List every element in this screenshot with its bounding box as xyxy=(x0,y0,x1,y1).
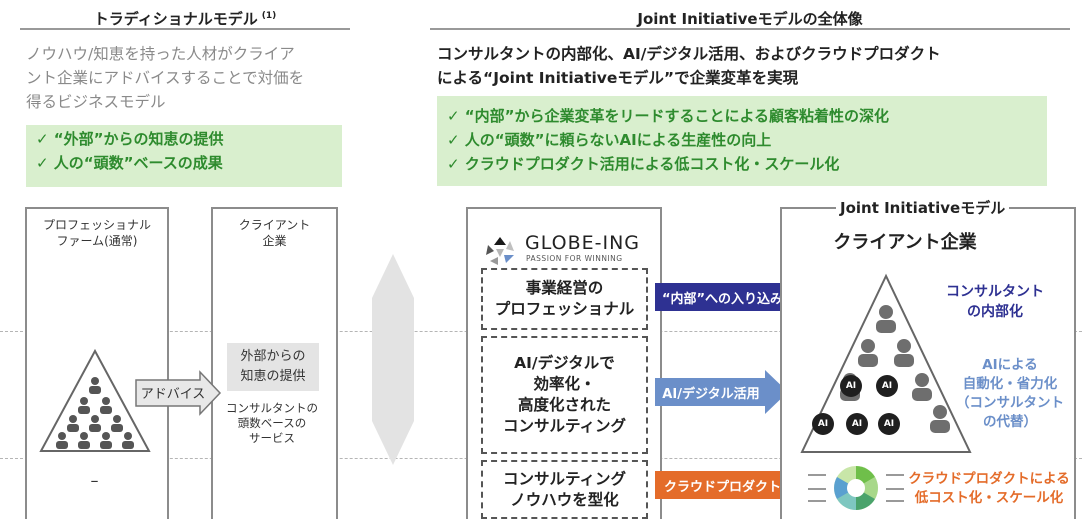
advice-arrow-label: アドバイス xyxy=(140,387,206,402)
empty-row-mark: – xyxy=(90,471,99,490)
ai-consulting-box: AI/デジタルで効率化・高度化されたコンサルティング xyxy=(481,336,648,454)
effect-internalization: コンサルタントの内部化 xyxy=(946,284,1044,320)
client-company-label: クライアント企業 xyxy=(238,218,311,248)
joint-points-box: ✓ “内部”から企業変革をリードすることによる顧客粘着性の深化 ✓ 人の“頭数”… xyxy=(437,96,1047,186)
globeing-logo-name: GLOBE-ING xyxy=(525,232,641,254)
internal-arrow xyxy=(655,275,810,319)
client-company-panel: クライアント企業 外部からの知恵の提供 コンサルタントの頭数ベースのサービス xyxy=(211,207,338,519)
ai-badge-4: AI xyxy=(846,413,868,435)
ai-badge-3: AI xyxy=(812,413,834,435)
right-title-underline xyxy=(430,28,1070,30)
effect-ai-automation: AIによる自動化・省力化（コンサルタントの代替） xyxy=(956,357,1064,430)
traditional-model-description: ノウハウ/知恵を持った人材がクライア ント企業にアドバイスすることで対価を 得る… xyxy=(26,45,305,111)
ai-badge-1: AI xyxy=(840,375,862,397)
joint-point-cloud: ✓ クラウドプロダクト活用による低コスト化・スケール化 xyxy=(447,155,840,173)
traditional-model-title: トラディショナルモデル(1) xyxy=(93,10,277,28)
internal-arrow-label: “内部”への入り込み xyxy=(661,291,784,307)
joint-initiative-subtitle: コンサルタントの内部化、AI/デジタル活用、およびクラウドプロダクト による“J… xyxy=(437,45,941,87)
people-pyramid-icon xyxy=(39,348,151,452)
traditional-point-external: ✓ “外部”からの知恵の提供 xyxy=(36,130,224,148)
effect-cloud-scale: クラウドプロダクトによる低コスト化・スケール化 xyxy=(908,471,1070,506)
knowhow-templating-box: コンサルティングノウハウを型化 xyxy=(481,460,648,519)
traditional-points-box: ✓ “外部”からの知恵の提供 ✓ 人の“頭数”ベースの成果 xyxy=(26,125,342,187)
joint-initiative-title: Joint Initiativeモデルの全体像 xyxy=(637,10,863,28)
globeing-logo-icon xyxy=(486,237,514,265)
ai-badge-2: AI xyxy=(876,375,898,397)
traditional-point-headcount: ✓ 人の“頭数”ベースの成果 xyxy=(36,154,223,172)
joint-point-ai: ✓ 人の“頭数”に頼らないAIによる生産性の向上 xyxy=(447,131,772,149)
cloud-arrow-label: クラウドプロダクト xyxy=(663,479,781,495)
advice-arrow xyxy=(135,370,222,416)
globeing-logo-tagline: PASSION FOR WINNING xyxy=(526,254,623,263)
professional-firm-panel: プロフェッショナルファーム(通常) – xyxy=(25,207,169,519)
transformation-arrows xyxy=(655,275,810,507)
joint-point-internal: ✓ “内部”から企業変革をリードすることによる顧客粘着性の深化 xyxy=(447,107,890,125)
left-title-underline xyxy=(20,28,350,30)
cloud-arrow xyxy=(655,463,810,507)
joint-panel-label: Joint Initiativeモデル xyxy=(836,197,1010,218)
ai-arrow-label: AI/デジタル活用 xyxy=(662,386,760,402)
transition-arrow-icon xyxy=(372,254,414,465)
cloud-product-wheel-icon xyxy=(808,466,904,510)
business-professional-box: 事業経営のプロフェッショナル xyxy=(481,268,648,330)
professional-firm-label: プロフェッショナルファーム(通常) xyxy=(42,218,151,248)
headcount-service-text: コンサルタントの頭数ベースのサービス xyxy=(226,401,318,445)
joint-client-title: クライアント企業 xyxy=(833,232,977,253)
external-knowledge-box: 外部からの知恵の提供 xyxy=(227,343,319,391)
ai-badge-5: AI xyxy=(878,413,900,435)
ai-arrow xyxy=(655,370,788,414)
